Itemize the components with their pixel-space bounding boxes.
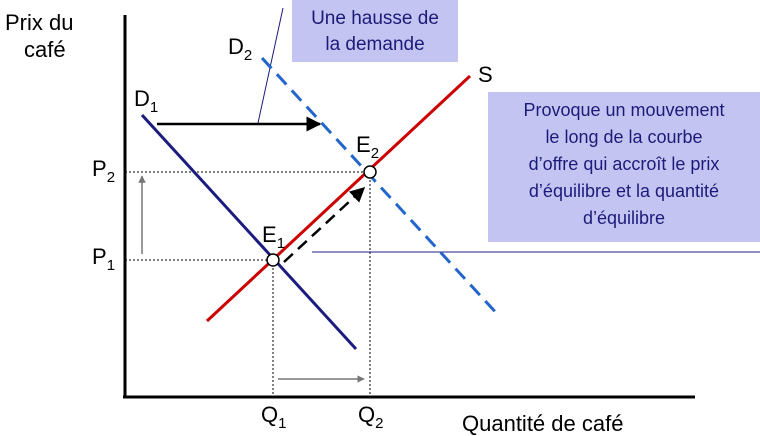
callout-movement-box — [488, 92, 760, 242]
x-axis-label: Quantité de café — [462, 411, 623, 436]
p1-tick-label: P1 — [92, 244, 115, 274]
demand-initial-label: D1 — [134, 86, 158, 116]
y-axis-label-line1: Prix du — [5, 10, 73, 35]
demand-curve-initial — [140, 113, 358, 351]
demand-curve-new — [260, 56, 502, 319]
callout-movement-line1: Provoque un mouvement — [523, 100, 724, 120]
e1-label: E1 — [262, 222, 285, 252]
q2-tick-label: Q2 — [358, 402, 383, 432]
demand-new-label: D2 — [228, 34, 252, 64]
callout-demand-increase-line2: la demande — [325, 34, 424, 55]
supply-label: S — [478, 62, 493, 87]
supply-curve — [205, 74, 472, 323]
callout-movement-line3: d’offre qui accroît le prix — [529, 154, 720, 174]
callout-movement-line4: d’équilibre et la quantité — [529, 181, 719, 201]
callout-movement-line2: le long de la courbe — [545, 127, 702, 147]
y-axis-label-line2: café — [24, 37, 66, 62]
equilibrium-point-e2 — [363, 165, 377, 179]
callout-movement-line5: d’équilibre — [583, 208, 665, 228]
q1-tick-label: Q1 — [261, 402, 286, 432]
callout-demand-increase-line1: Une hausse de — [311, 8, 439, 29]
e2-label: E2 — [356, 132, 379, 162]
equilibrium-point-e1 — [266, 253, 280, 267]
p2-tick-label: P2 — [92, 156, 115, 186]
callout-demand-increase-box — [292, 0, 458, 62]
movement-along-supply-arrow — [283, 186, 366, 263]
